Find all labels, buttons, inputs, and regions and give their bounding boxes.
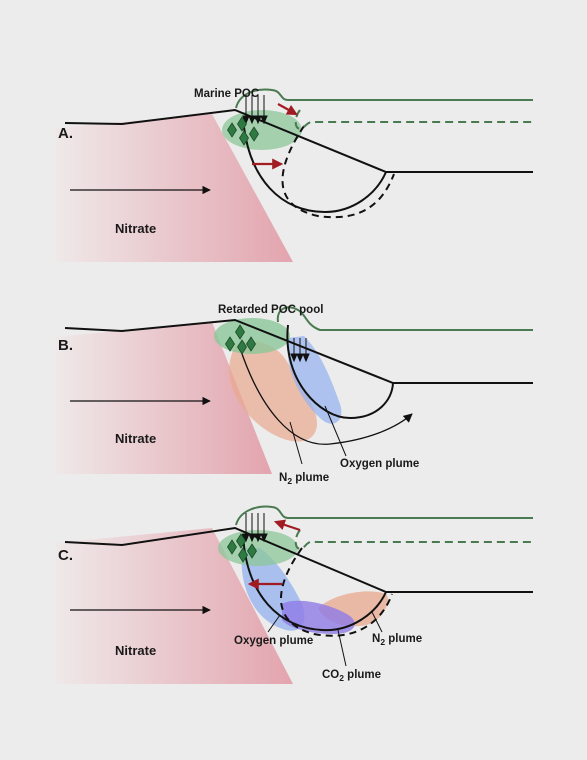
- nitrate-label: Nitrate: [115, 643, 156, 658]
- nitrate-region: [55, 114, 293, 262]
- panel-label-b: B.: [58, 337, 73, 354]
- plume-boundary-solid: [286, 324, 394, 420]
- retarded-poc-pool-label: Retarded POC pool: [218, 304, 323, 316]
- water-line-dashed: [294, 109, 533, 130]
- seafloor-line: [64, 108, 533, 173]
- co2-plume-label: CO2 plume: [322, 669, 381, 683]
- panel-a: A. Marine POC Nitrate: [55, 88, 533, 262]
- poc-deposition-arrows: [242, 95, 268, 125]
- plume-boundary-solid: [242, 533, 387, 632]
- n2-plume-label: N2 plume: [279, 472, 329, 486]
- panel-c: C. Nitrate Oxygen plume N2 plume CO2 plu…: [55, 505, 533, 684]
- water-line-solid: [235, 88, 533, 109]
- seafloor-line: [64, 318, 533, 384]
- oxygen-plume-label: Oxygen plume: [234, 635, 313, 647]
- plume-boundary-dashed: [280, 547, 393, 637]
- seafloor-line: [64, 526, 533, 593]
- red-flow-arrow: [277, 103, 298, 116]
- leader-line: [371, 611, 383, 633]
- curved-flow-arrow: [239, 347, 413, 445]
- water-line-solid: [235, 505, 533, 526]
- poc-deposition-arrows: [290, 338, 310, 363]
- leader-line: [324, 405, 347, 457]
- water-line-solid: [276, 306, 533, 331]
- nitrate-region: [55, 322, 272, 474]
- nitrate-region: [55, 528, 293, 684]
- panel-label-c: C.: [58, 547, 73, 564]
- leader-line: [337, 629, 347, 667]
- panel-label-a: A.: [58, 125, 73, 142]
- n2-plume-label: N2 plume: [372, 633, 422, 647]
- nitrate-label: Nitrate: [115, 431, 156, 446]
- poc-deposition-arrows: [242, 513, 268, 543]
- oxygen-plume-label: Oxygen plume: [340, 458, 419, 470]
- water-line-dashed: [294, 529, 533, 550]
- marine-poc-label: Marine POC: [194, 88, 259, 100]
- plume-boundary-solid: [242, 117, 387, 214]
- leader-line: [289, 421, 303, 465]
- plume-boundary-dashed: [281, 125, 395, 219]
- n2-plume: [229, 341, 318, 442]
- leader-line: [267, 614, 281, 633]
- panel-b: B. Retarded POC pool Nitrate Oxygen plum…: [55, 304, 533, 486]
- red-flow-arrow: [273, 519, 301, 532]
- nitrate-label: Nitrate: [115, 221, 156, 236]
